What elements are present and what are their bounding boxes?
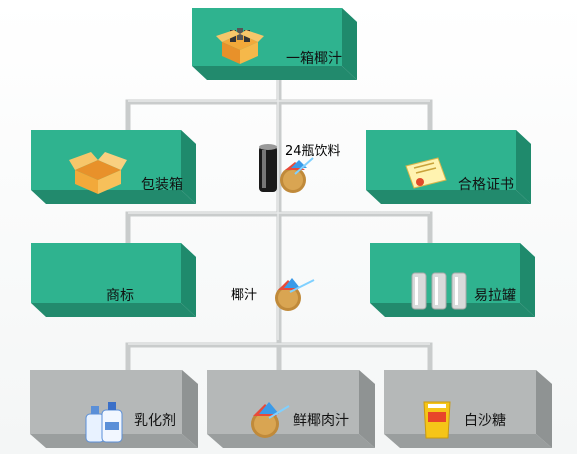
trademark-box-shape [31,243,196,317]
root-node: 一箱椰汁 [192,8,357,80]
certificate-icon [405,157,447,189]
certificate-node: 合格证书 [366,130,531,204]
emulsifier-node: 乳化剂 [30,370,198,448]
white-sugar-label: 白沙糖 [464,413,506,429]
can-label: 易拉罐 [474,288,516,304]
opened-box-of-cans-icon [216,28,264,64]
white-sugar-node: 白沙糖 [384,370,552,448]
bottles-icon [85,402,123,443]
trademark-node: 商标 [31,243,196,317]
sugar-bag-icon [423,401,451,439]
can-node: 易拉罐 [370,243,535,317]
can-and-coconut-icon [259,144,314,193]
coconut-drink-icon [275,278,315,311]
certificate-box-shape [366,130,531,204]
coconut-icon [251,402,290,438]
fresh-coconut-juice-label: 鲜椰肉汁 [293,413,349,429]
fresh-coconut-juice-box-shape [207,370,375,448]
open-carton-icon [69,152,127,194]
white-sugar-box-shape [384,370,552,448]
coconut-juice-label: 椰汁 [231,288,258,303]
certificate-label: 合格证书 [458,177,514,193]
root-label: 一箱椰汁 [286,51,342,67]
drinks-label: 24瓶饮料 [285,144,341,159]
emulsifier-label: 乳化剂 [134,413,176,429]
three-cans-icon [411,272,467,310]
trademark-label: 商标 [106,288,134,304]
fresh-coconut-juice-node: 鲜椰肉汁 [207,370,375,448]
emulsifier-box-shape [30,370,198,448]
packaging-box-node: 包装箱 [31,130,196,204]
packaging-box-label: 包装箱 [141,177,183,193]
root-box-shape [192,8,357,80]
